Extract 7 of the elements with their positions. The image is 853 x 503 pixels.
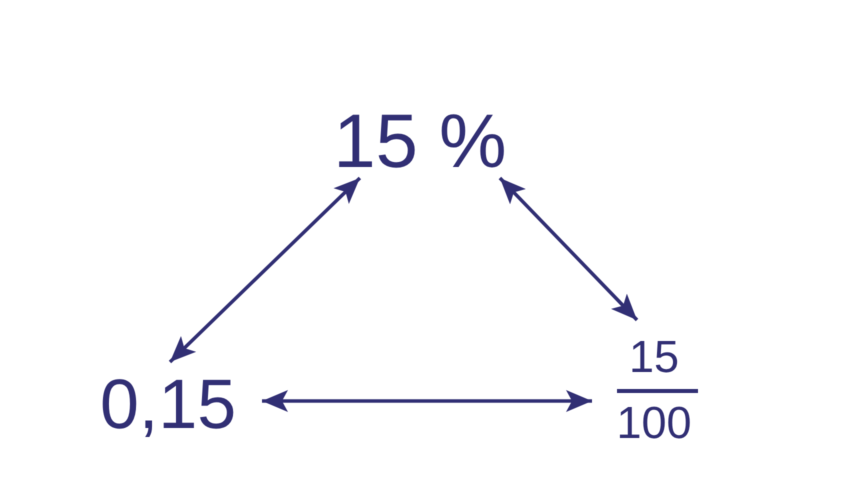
double-arrow bbox=[262, 390, 592, 412]
denominator: 100 bbox=[616, 400, 692, 445]
double-arrow bbox=[498, 176, 638, 322]
double-arrow bbox=[168, 176, 362, 364]
decimal-value: 0,15 bbox=[100, 369, 236, 439]
numerator: 15 bbox=[628, 334, 680, 379]
percent-value: 15 % bbox=[333, 104, 507, 180]
